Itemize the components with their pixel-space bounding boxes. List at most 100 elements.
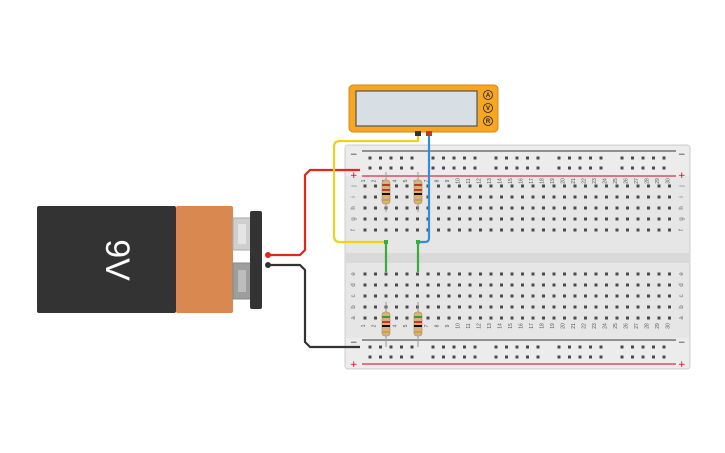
breadboard-hole[interactable]	[563, 283, 566, 287]
breadboard-hole[interactable]	[510, 184, 514, 188]
breadboard-hole[interactable]	[636, 294, 640, 298]
breadboard-hole[interactable]	[410, 166, 414, 170]
breadboard-hole[interactable]	[500, 272, 503, 276]
breadboard-hole[interactable]	[531, 217, 535, 221]
breadboard-hole[interactable]	[426, 305, 430, 309]
breadboard-hole[interactable]	[578, 166, 582, 170]
breadboard-hole[interactable]	[442, 166, 445, 170]
breadboard-hole[interactable]	[442, 345, 445, 349]
breadboard-hole[interactable]	[668, 283, 671, 287]
breadboard-hole[interactable]	[552, 217, 556, 221]
breadboard-hole[interactable]	[563, 272, 566, 276]
breadboard-hole[interactable]	[510, 272, 514, 276]
breadboard-hole[interactable]	[458, 228, 461, 232]
breadboard-hole[interactable]	[479, 316, 482, 320]
breadboard-hole[interactable]	[473, 355, 477, 359]
breadboard-hole[interactable]	[657, 228, 661, 232]
breadboard-hole[interactable]	[594, 195, 598, 199]
breadboard-hole[interactable]	[431, 166, 435, 170]
breadboard-hole[interactable]	[668, 217, 671, 221]
breadboard-hole[interactable]	[536, 156, 540, 160]
breadboard-hole[interactable]	[647, 206, 650, 210]
breadboard-hole[interactable]	[647, 305, 650, 309]
breadboard-hole[interactable]	[563, 228, 566, 232]
breadboard-hole[interactable]	[615, 305, 619, 309]
breadboard-hole[interactable]	[605, 283, 608, 287]
resistor-bottom-left[interactable]	[381, 302, 391, 347]
resistor-top-left[interactable]	[381, 172, 391, 212]
breadboard-hole[interactable]	[447, 316, 451, 320]
breadboard-hole[interactable]	[631, 345, 634, 349]
breadboard-hole[interactable]	[374, 272, 377, 276]
breadboard-hole[interactable]	[489, 206, 493, 210]
breadboard-hole[interactable]	[552, 206, 556, 210]
breadboard-hole[interactable]	[447, 206, 451, 210]
breadboard-hole[interactable]	[389, 355, 393, 359]
breadboard-hole[interactable]	[542, 184, 545, 188]
breadboard-hole[interactable]	[526, 345, 529, 349]
breadboard-hole[interactable]	[536, 166, 540, 170]
breadboard-hole[interactable]	[589, 166, 592, 170]
breadboard-hole[interactable]	[447, 294, 451, 298]
breadboard-hole[interactable]	[605, 228, 608, 232]
breadboard-hole[interactable]	[379, 156, 382, 160]
breadboard-hole[interactable]	[510, 283, 514, 287]
breadboard-hole[interactable]	[437, 294, 440, 298]
breadboard-hole[interactable]	[405, 283, 409, 287]
breadboard-hole[interactable]	[500, 184, 503, 188]
breadboard-hole[interactable]	[479, 217, 482, 221]
breadboard-hole[interactable]	[594, 294, 598, 298]
breadboard-hole[interactable]	[573, 294, 577, 298]
breadboard-hole[interactable]	[374, 294, 377, 298]
breadboard-hole[interactable]	[584, 316, 587, 320]
battery-black-lead[interactable]	[265, 262, 271, 268]
breadboard-hole[interactable]	[668, 195, 671, 199]
breadboard-hole[interactable]	[479, 305, 482, 309]
breadboard-hole[interactable]	[573, 184, 577, 188]
breadboard-hole[interactable]	[594, 206, 598, 210]
breadboard-hole[interactable]	[647, 316, 650, 320]
breadboard-hole[interactable]	[500, 283, 503, 287]
breadboard-hole[interactable]	[568, 166, 571, 170]
breadboard[interactable]: − + − + − + − + 112233445566778899101011…	[344, 144, 691, 370]
breadboard-hole[interactable]	[400, 156, 403, 160]
breadboard-hole[interactable]	[578, 345, 582, 349]
multimeter-red-probe[interactable]	[426, 131, 432, 136]
breadboard-hole[interactable]	[395, 316, 398, 320]
breadboard-hole[interactable]	[657, 294, 661, 298]
breadboard-hole[interactable]	[615, 206, 619, 210]
breadboard-hole[interactable]	[489, 228, 493, 232]
breadboard-hole[interactable]	[368, 355, 372, 359]
breadboard-hole[interactable]	[468, 294, 472, 298]
breadboard-hole[interactable]	[531, 228, 535, 232]
breadboard-hole[interactable]	[552, 272, 556, 276]
breadboard-hole[interactable]	[374, 184, 377, 188]
breadboard-hole[interactable]	[363, 217, 367, 221]
breadboard-hole[interactable]	[505, 166, 508, 170]
breadboard-hole[interactable]	[452, 156, 456, 160]
breadboard-hole[interactable]	[405, 228, 409, 232]
breadboard-hole[interactable]	[521, 195, 524, 199]
breadboard-hole[interactable]	[437, 195, 440, 199]
breadboard-hole[interactable]	[447, 184, 451, 188]
breadboard-hole[interactable]	[363, 283, 367, 287]
breadboard-hole[interactable]	[447, 228, 451, 232]
breadboard-hole[interactable]	[668, 272, 671, 276]
breadboard-hole[interactable]	[473, 345, 477, 349]
breadboard-hole[interactable]	[584, 283, 587, 287]
breadboard-hole[interactable]	[531, 283, 535, 287]
breadboard-hole[interactable]	[542, 316, 545, 320]
breadboard-hole[interactable]	[605, 206, 608, 210]
breadboard-hole[interactable]	[626, 316, 629, 320]
breadboard-hole[interactable]	[657, 272, 661, 276]
breadboard-hole[interactable]	[620, 156, 624, 160]
breadboard-hole[interactable]	[589, 345, 592, 349]
breadboard-hole[interactable]	[515, 355, 519, 359]
breadboard-hole[interactable]	[426, 272, 430, 276]
breadboard-hole[interactable]	[657, 206, 661, 210]
breadboard-hole[interactable]	[379, 345, 382, 349]
breadboard-hole[interactable]	[405, 195, 409, 199]
breadboard-hole[interactable]	[605, 184, 608, 188]
breadboard-hole[interactable]	[458, 305, 461, 309]
breadboard-hole[interactable]	[395, 195, 398, 199]
